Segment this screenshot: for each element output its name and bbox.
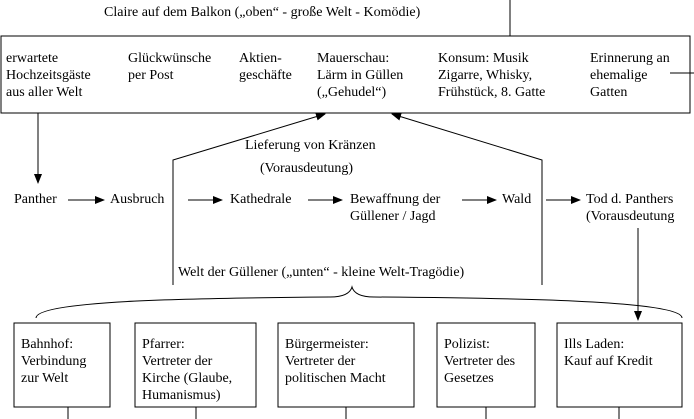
chain-escape: Ausbruch: [110, 192, 165, 207]
balcony-item-memories: Erinnerung an ehemalige Gatten: [590, 51, 670, 100]
balcony-item-guests: erwartete Hochzeitsgäste aus aller Welt: [6, 51, 91, 100]
balcony-item-wallshow: Mauerschau: Lärm in Güllen („Gehudel“): [317, 51, 404, 100]
wreath-note: (Vorausdeutung): [260, 161, 354, 176]
balcony-item-consumption: Konsum: Musik Zigarre, Whisky, Frühstück…: [438, 51, 546, 100]
lower-text-station: Bahnhof: Verbindung zur Welt: [21, 337, 87, 386]
balcony-box: [0, 35, 691, 114]
wreath-label: Lieferung von Kränzen: [245, 138, 376, 153]
lower-text-police: Polizist: Vertreter des Gesetzes: [444, 337, 516, 386]
wreath-delivery-line: [391, 112, 543, 285]
chain-panther-death: Tod d. Panthers (Vorausdeutung: [586, 192, 675, 224]
lower-text-shop: Ills Laden: Kauf auf Kredit: [564, 337, 653, 369]
chain-cathedral: Kathedrale: [230, 192, 292, 207]
lower-box-station: [13, 322, 111, 408]
lower-brace: [35, 285, 683, 319]
diagram-title: Claire auf dem Balkon („oben“ - große We…: [104, 5, 421, 20]
chain-panther: Panther: [14, 192, 57, 207]
balcony-item-greetings: Glückwünsche per Post: [128, 51, 212, 83]
wreath-return-line: [172, 112, 326, 285]
lower-title: Welt der Güllener („unten“ - kleine Welt…: [178, 265, 465, 280]
lower-text-priest: Pfarrer: Vertreter der Kirche (Glaube, H…: [142, 337, 233, 403]
balcony-item-shares: Aktien- geschäfte: [239, 51, 292, 83]
chain-forest: Wald: [502, 192, 532, 207]
chain-arming: Bewaffnung der Güllener / Jagd: [350, 192, 441, 224]
lower-text-mayor: Bürgermeister: Vertreter der politischen…: [285, 337, 386, 386]
